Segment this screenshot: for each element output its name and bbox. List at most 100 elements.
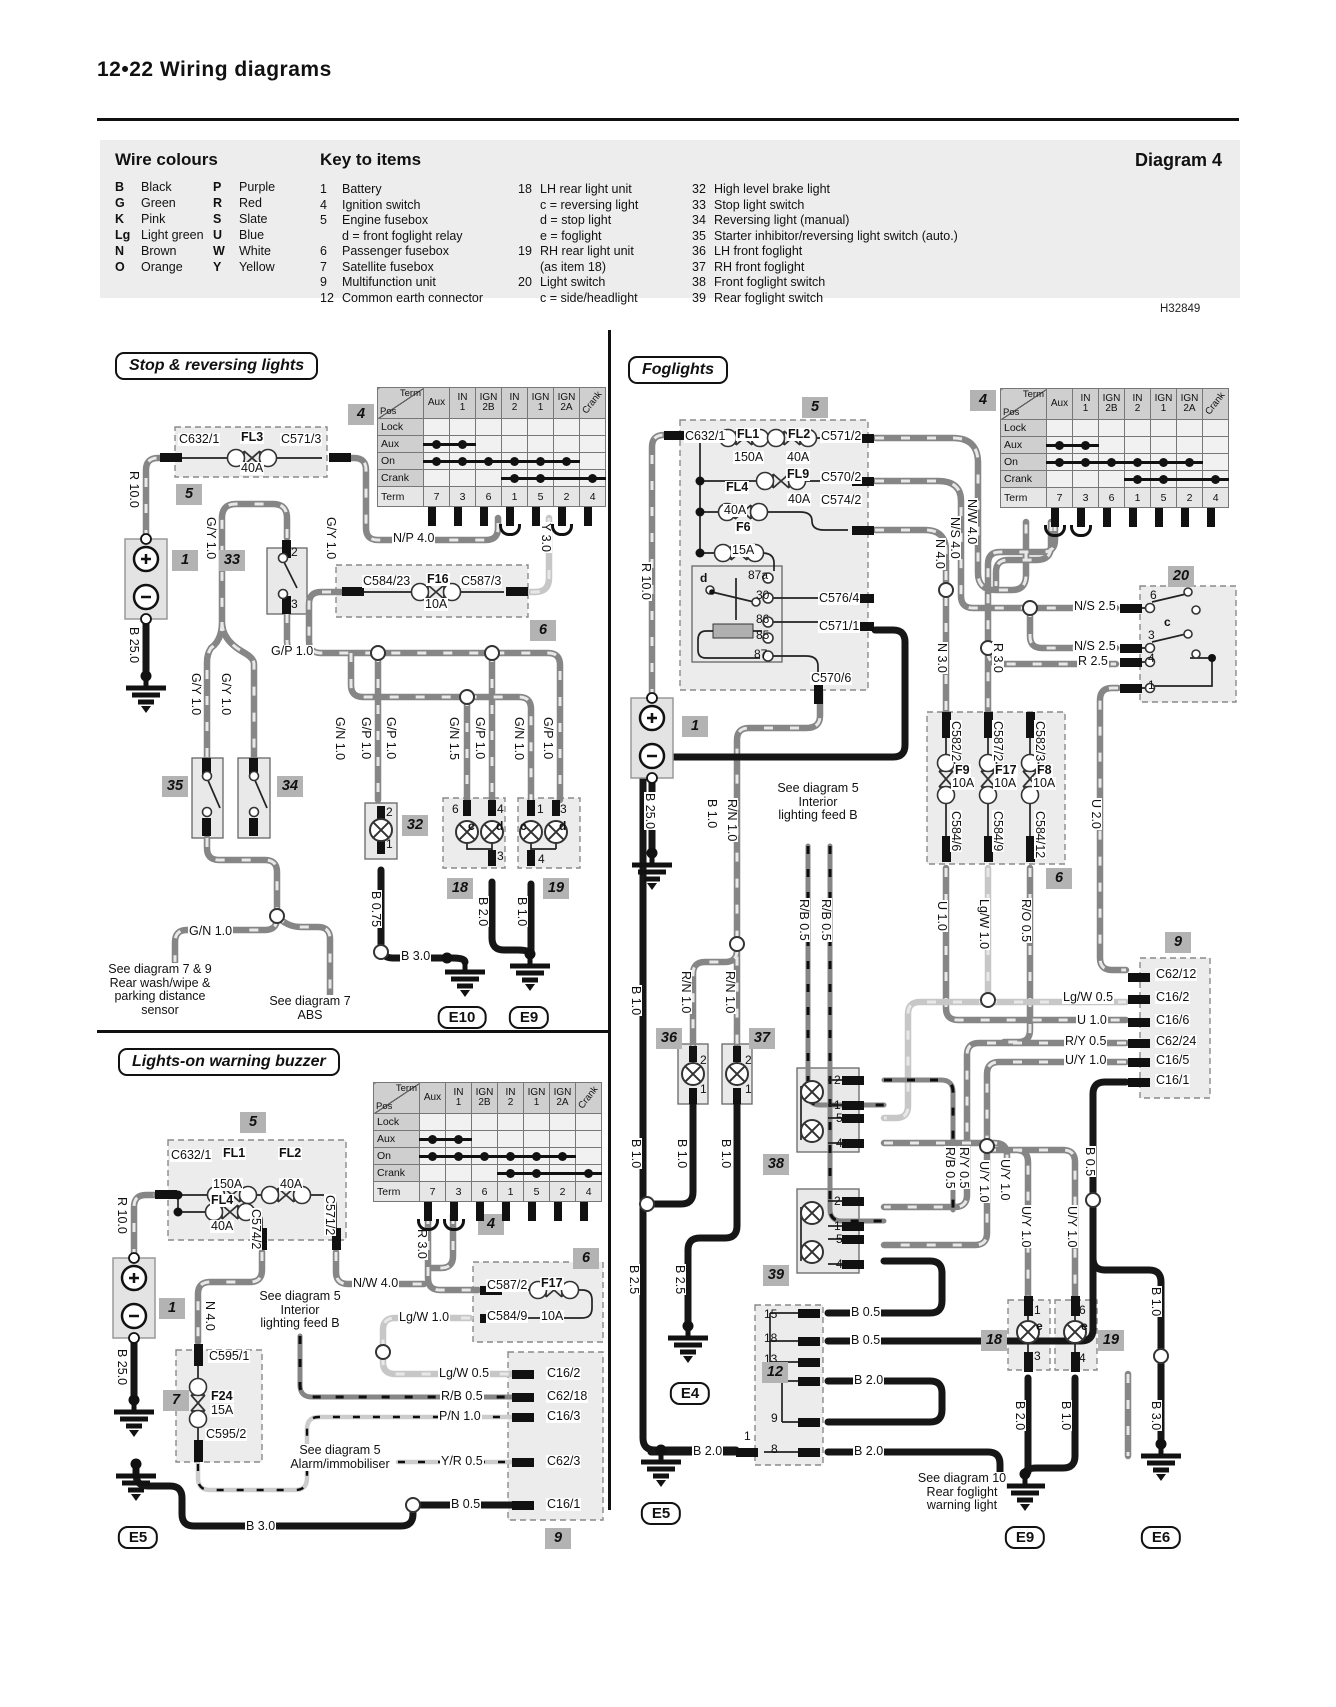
wire-label: FL2 bbox=[278, 1146, 303, 1160]
wire-colour-code: G bbox=[115, 196, 125, 210]
wire-label: B 25.0 bbox=[127, 626, 141, 665]
wire-label: B 25.0 bbox=[115, 1348, 129, 1387]
wire-label: G/P 1.0 bbox=[473, 716, 487, 761]
key-item-number: 34 bbox=[692, 213, 706, 227]
note-label: See diagram 7 & 9 Rear wash/wipe & parki… bbox=[107, 962, 213, 1017]
wire-label: U/Y 1.0 bbox=[1019, 1205, 1033, 1249]
item-number-badge: 9 bbox=[545, 1528, 571, 1549]
wire-colour-name: Black bbox=[141, 180, 172, 194]
wire-label: G/Y 1.0 bbox=[189, 672, 203, 717]
wire-label: 15A bbox=[731, 543, 756, 557]
wire-colour-name: Blue bbox=[239, 228, 265, 242]
pin-label: 8 bbox=[771, 1442, 778, 1456]
key-item-label: Front foglight switch bbox=[714, 275, 826, 289]
wire-label: B 2.5 bbox=[627, 1264, 641, 1296]
wire-label: G/N 1.0 bbox=[333, 716, 347, 762]
key-item: 38 Front foglight switch bbox=[692, 273, 825, 291]
wire-colour-code: N bbox=[115, 244, 125, 258]
wire-label: B 1.0 bbox=[1149, 1286, 1163, 1318]
wire-label: U 1.0 bbox=[935, 900, 949, 932]
key-item-number: 4 bbox=[320, 197, 327, 212]
wire-label: Lg/W 0.5 bbox=[1062, 990, 1115, 1004]
wire-label: C632/1 bbox=[178, 432, 221, 446]
terminal-stub bbox=[502, 1202, 510, 1221]
wire-label: N/W 4.0 bbox=[965, 498, 979, 546]
wire-label: R/O 0.5 bbox=[1019, 898, 1033, 944]
pin-label: 2 bbox=[834, 1073, 841, 1087]
wire-label: B 25.0 bbox=[643, 792, 657, 831]
note-label: See diagram 10 Rear foglight warning lig… bbox=[916, 1471, 1008, 1513]
wire-label: R/N 1.0 bbox=[723, 970, 737, 1015]
section-title-foglights: Foglights bbox=[628, 356, 728, 384]
key-item-label: d = stop light bbox=[540, 213, 612, 227]
wire-label: R 3.0 bbox=[991, 642, 1005, 674]
wire-label: Lg/W 1.0 bbox=[977, 898, 991, 951]
wire-label: R 3.0 bbox=[415, 1228, 429, 1260]
pin-label: 1 bbox=[537, 802, 544, 816]
wire-label: 15A bbox=[210, 1403, 235, 1417]
key-item-number: 19 bbox=[518, 244, 532, 258]
wire-label: F6 bbox=[735, 520, 752, 534]
wire-label: R/B 0.5 bbox=[943, 1146, 957, 1190]
wire-label: C587/3 bbox=[460, 574, 503, 588]
earth-tag: E5 bbox=[640, 1502, 682, 1525]
wire-label: R 10.0 bbox=[639, 562, 653, 601]
wire-label: C576/4 bbox=[818, 591, 861, 605]
key-item-label: c = reversing light bbox=[540, 197, 639, 212]
wire-label: C62/18 bbox=[546, 1389, 589, 1403]
earth-tag: E9 bbox=[508, 1006, 550, 1029]
wire-label: R/B 0.5 bbox=[797, 898, 811, 942]
item-number-badge: 38 bbox=[763, 1154, 789, 1175]
item-number-badge: 6 bbox=[573, 1248, 599, 1269]
wire-label: FL3 bbox=[240, 430, 265, 444]
key-item-number: 38 bbox=[692, 275, 706, 289]
pin-label: 3 bbox=[1034, 1349, 1041, 1363]
wire-label: C16/2 bbox=[546, 1366, 582, 1380]
pin-label: 5 bbox=[836, 1111, 843, 1125]
wire-label: B 2.0 bbox=[853, 1444, 885, 1458]
key-item-label: Light switch bbox=[540, 275, 606, 289]
key-item-label: c = side/headlight bbox=[540, 290, 638, 305]
wire-label: B 2.0 bbox=[692, 1444, 724, 1458]
wire-label: C587/2 bbox=[486, 1278, 529, 1292]
wire-label: G/Y 1.0 bbox=[324, 516, 338, 561]
item-number-badge: 19 bbox=[543, 878, 569, 899]
wire-label: U 1.0 bbox=[1076, 1013, 1108, 1027]
wire-label: B 1.0 bbox=[705, 798, 719, 830]
wire-label: C62/3 bbox=[546, 1454, 582, 1468]
wire-label: G/P 1.0 bbox=[541, 716, 555, 761]
wire-label: C571/2 bbox=[323, 1194, 337, 1237]
key-item-number: 39 bbox=[692, 290, 706, 305]
wire-label: C632/1 bbox=[684, 429, 727, 443]
key-item-number: 7 bbox=[320, 259, 327, 274]
wire-label: U 2.0 bbox=[1089, 798, 1103, 830]
key-item-number: 9 bbox=[320, 275, 327, 289]
wire-label: C584/12 bbox=[1033, 810, 1047, 860]
item-number-badge: 4 bbox=[348, 404, 374, 425]
wire-label: F16 bbox=[426, 572, 450, 586]
item-number-badge: 33 bbox=[219, 550, 245, 571]
pin-label: 4 bbox=[836, 1136, 843, 1150]
key-item-label: Multifunction unit bbox=[342, 275, 436, 289]
wire-label: FL4 bbox=[210, 1193, 235, 1207]
wire-colours-title: Wire colours bbox=[115, 150, 218, 169]
key-item: d = front foglight relay bbox=[342, 227, 463, 245]
terminal-stub bbox=[506, 507, 514, 526]
wire-label: FL2 bbox=[787, 427, 812, 441]
note-label: See diagram 5 Interior lighting feed B bbox=[258, 1289, 342, 1331]
wire-label: C16/3 bbox=[546, 1409, 582, 1423]
pin-label: 1 bbox=[700, 1082, 707, 1096]
wire-label: Y/R 0.5 bbox=[440, 1454, 484, 1468]
pin-label: 3 bbox=[291, 597, 298, 611]
wire-label: C582/3 bbox=[1033, 720, 1047, 763]
wire-label: B 2.0 bbox=[476, 896, 490, 928]
key-item-number: 32 bbox=[692, 182, 706, 196]
